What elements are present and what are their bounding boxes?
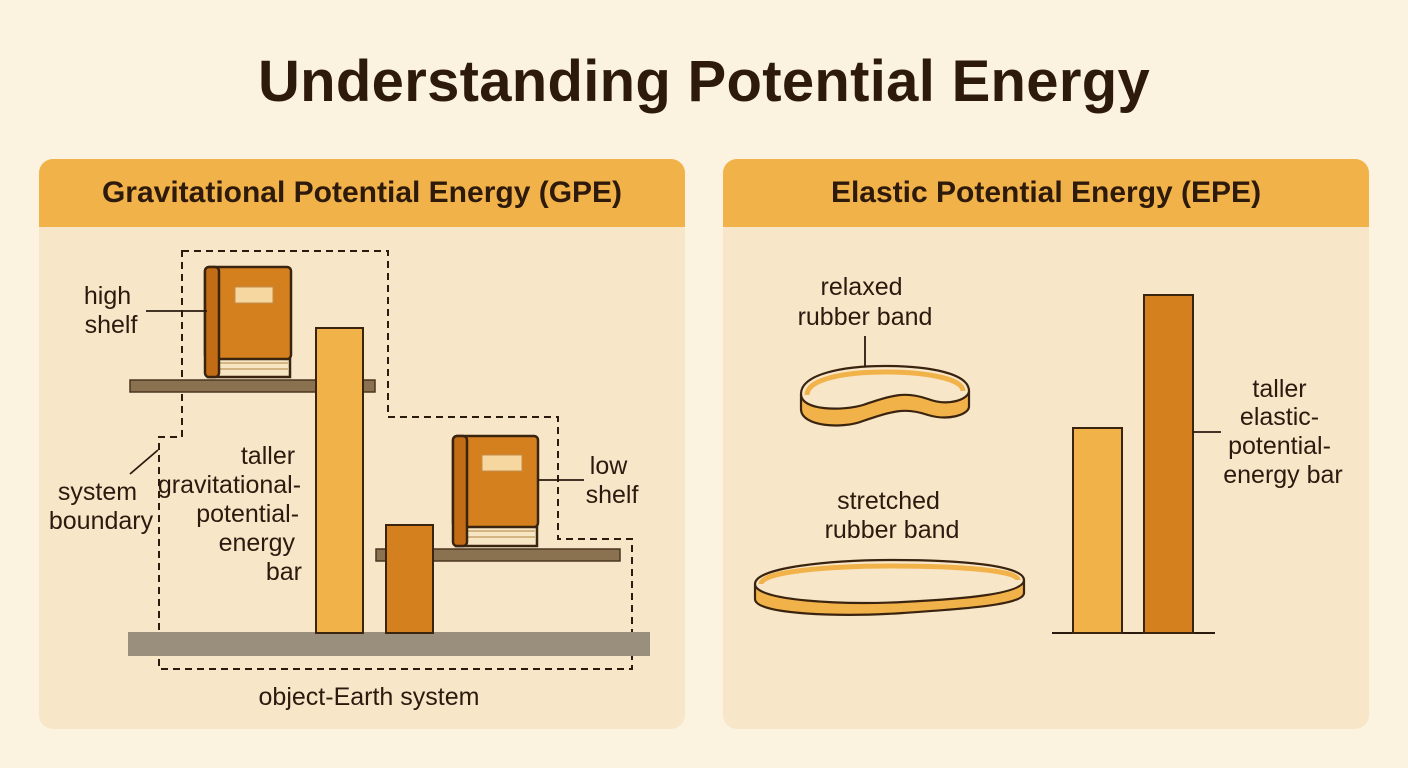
system-boundary-line	[158, 250, 633, 670]
object-earth-system-label: object-Earth system	[259, 683, 480, 711]
low-shelf	[375, 548, 621, 562]
high-shelf-label: high shelf	[84, 282, 138, 339]
stretched-rubber-band	[753, 558, 1026, 616]
system-boundary-leader	[129, 449, 159, 475]
page-title: Understanding Potential Energy	[258, 49, 1150, 114]
epe-taller-bar-label: taller elastic- potential- energy bar	[1223, 375, 1343, 489]
gpe-tall-bar	[315, 327, 364, 634]
gpe-panel: Gravitational Potential Energy (GPE)	[39, 159, 685, 729]
epe-heading: Elastic Potential Energy (EPE)	[723, 159, 1369, 227]
book-icon-high	[203, 265, 293, 379]
ground	[128, 632, 650, 656]
epe-tall-bar	[1143, 294, 1194, 634]
gpe-short-bar	[385, 524, 434, 634]
system-boundary-label: system boundary	[49, 478, 154, 535]
book-icon-low	[451, 434, 540, 548]
epe-diagram: relaxed rubber band stretched rubber ban…	[753, 273, 1343, 634]
gpe-diagram: high shelf low shelf system boundary tal…	[49, 250, 650, 711]
relaxed-rubber-band-label: relaxed rubber band	[798, 273, 933, 331]
gpe-heading: Gravitational Potential Energy (GPE)	[39, 159, 685, 227]
epe-short-bar	[1072, 427, 1123, 634]
high-shelf	[129, 379, 376, 393]
epe-panel: Elastic Potential Energy (EPE) relaxed r…	[723, 159, 1369, 729]
low-shelf-label: low shelf	[586, 452, 639, 509]
stretched-rubber-band-label: stretched rubber band	[825, 487, 960, 544]
relaxed-rubber-band	[799, 364, 971, 427]
gpe-taller-bar-label: taller gravitational- potential- energy …	[158, 442, 308, 586]
